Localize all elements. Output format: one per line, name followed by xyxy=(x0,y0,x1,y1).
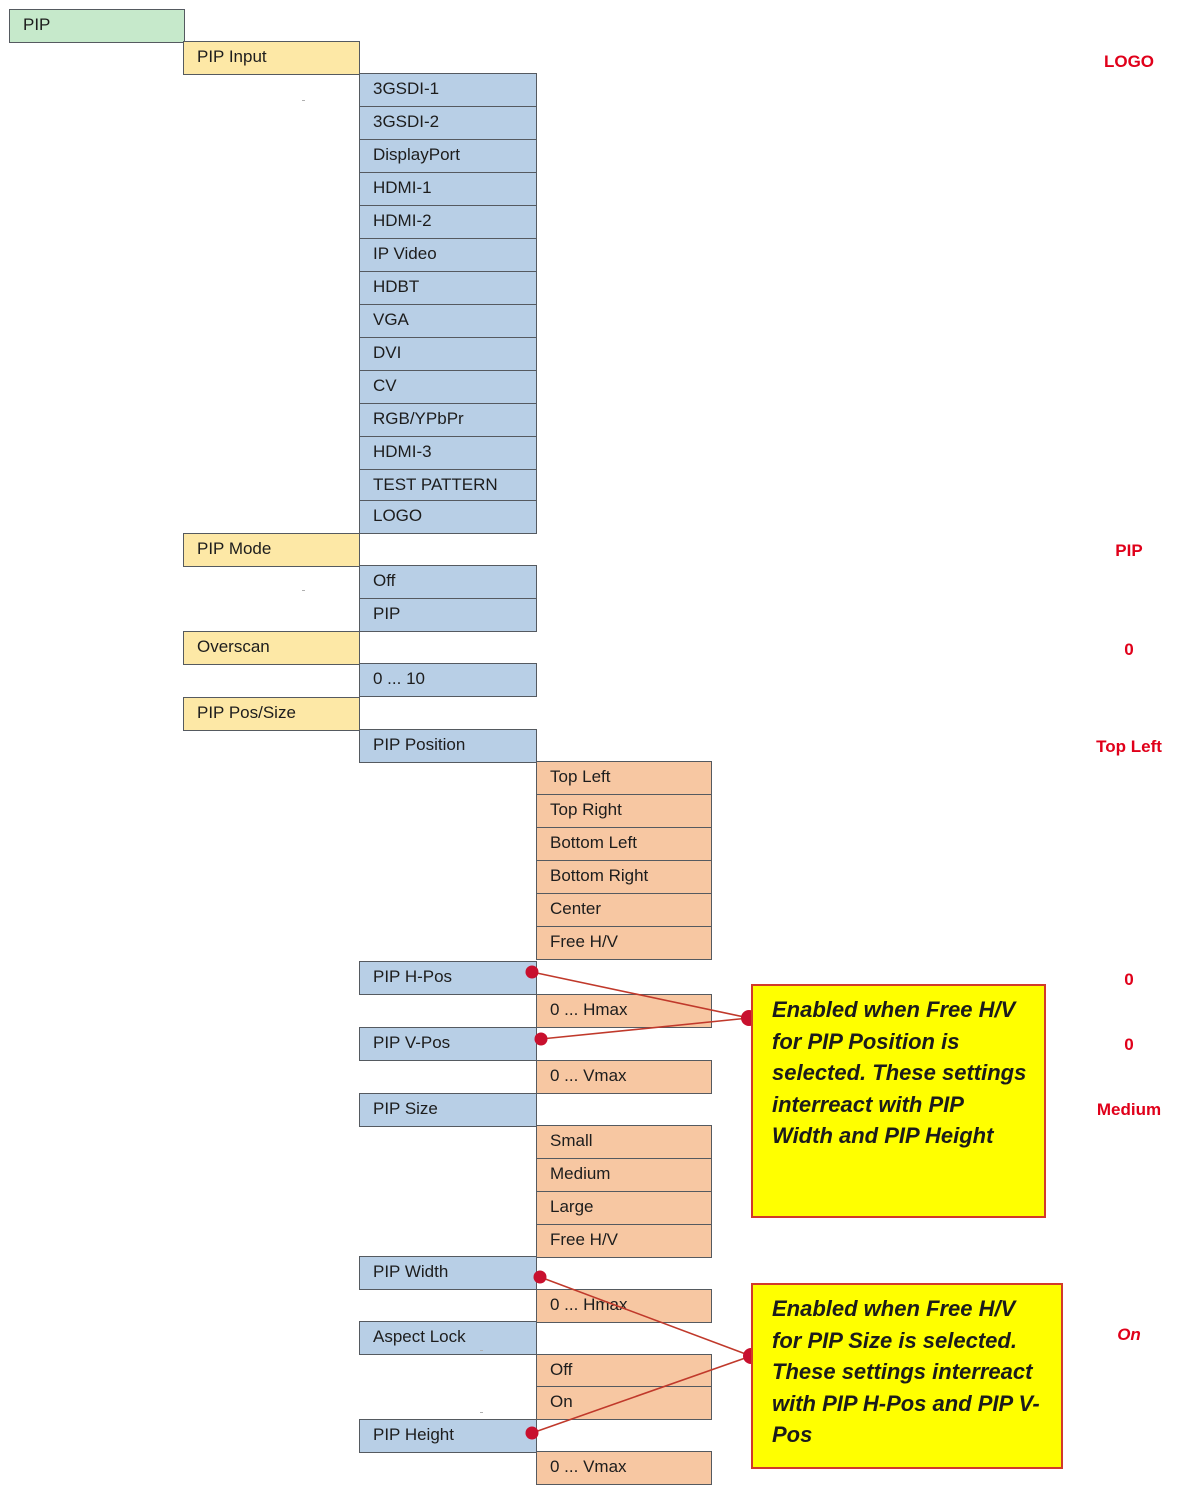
option-vga[interactable]: VGA xyxy=(359,304,537,338)
menu-item-pip-h-pos[interactable]: PIP H-Pos xyxy=(359,961,537,995)
connector-width xyxy=(539,1276,752,1357)
default-overscan: 0 xyxy=(1124,640,1134,659)
width-range[interactable]: 0 ... Hmax xyxy=(536,1289,712,1323)
option-hdmi-3[interactable]: HDMI-3 xyxy=(359,436,537,470)
menu-item-pip-pos-size[interactable]: PIP Pos/Size xyxy=(183,697,360,731)
size-free-hv-note: Enabled when Free H/V for PIP Size is se… xyxy=(751,1283,1063,1469)
menu-root-pip[interactable]: PIP xyxy=(9,9,185,43)
h-pos-range[interactable]: 0 ... Hmax xyxy=(536,994,712,1028)
option-rgb-ypbpr[interactable]: RGB/YPbPr xyxy=(359,403,537,437)
speck xyxy=(302,100,305,101)
option-mode-pip[interactable]: PIP xyxy=(359,598,537,632)
option-test-pattern[interactable]: TEST PATTERN xyxy=(359,469,537,503)
overscan-range[interactable]: 0 ... 10 xyxy=(359,663,537,697)
height-range[interactable]: 0 ... Vmax xyxy=(536,1451,712,1485)
default-pip-v-pos: 0 xyxy=(1124,1035,1134,1054)
option-bottom-left[interactable]: Bottom Left xyxy=(536,827,712,861)
speck xyxy=(480,1350,483,1351)
option-small[interactable]: Small xyxy=(536,1125,712,1159)
default-pip-h-pos: 0 xyxy=(1124,970,1134,989)
connector-h-pos xyxy=(531,971,750,1019)
connector-height xyxy=(531,1355,752,1434)
option-cv[interactable]: CV xyxy=(359,370,537,404)
default-aspect-lock: On xyxy=(1117,1325,1141,1344)
menu-item-pip-width[interactable]: PIP Width xyxy=(359,1256,537,1290)
default-pip-mode: PIP xyxy=(1115,541,1143,560)
option-displayport[interactable]: DisplayPort xyxy=(359,139,537,173)
speck xyxy=(480,1412,483,1413)
option-hdmi-2[interactable]: HDMI-2 xyxy=(359,205,537,239)
default-pip-size: Medium xyxy=(1096,1100,1162,1119)
connector-dot xyxy=(534,1032,548,1046)
menu-item-pip-mode[interactable]: PIP Mode xyxy=(183,533,360,567)
position-free-hv-note: Enabled when Free H/V for PIP Position i… xyxy=(751,984,1046,1218)
connector-v-pos xyxy=(540,1017,750,1040)
option-aspect-on[interactable]: On xyxy=(536,1386,712,1420)
default-pip-input: LOGO xyxy=(1103,52,1155,71)
option-mode-off[interactable]: Off xyxy=(359,565,537,599)
connector-dot xyxy=(525,965,539,979)
menu-item-pip-input[interactable]: PIP Input xyxy=(183,41,360,75)
connector-dot xyxy=(533,1270,547,1284)
v-pos-range[interactable]: 0 ... Vmax xyxy=(536,1060,712,1094)
menu-item-pip-size[interactable]: PIP Size xyxy=(359,1093,537,1127)
menu-item-pip-v-pos[interactable]: PIP V-Pos xyxy=(359,1027,537,1061)
connector-dot xyxy=(525,1426,539,1440)
default-pip-position: Top Left xyxy=(1096,737,1162,756)
speck xyxy=(302,590,305,591)
option-hdmi-1[interactable]: HDMI-1 xyxy=(359,172,537,206)
menu-item-pip-position[interactable]: PIP Position xyxy=(359,729,537,763)
option-position-free-hv[interactable]: Free H/V xyxy=(536,926,712,960)
menu-item-aspect-lock[interactable]: Aspect Lock xyxy=(359,1321,537,1355)
menu-item-pip-height[interactable]: PIP Height xyxy=(359,1419,537,1453)
menu-item-overscan[interactable]: Overscan xyxy=(183,631,360,665)
option-medium[interactable]: Medium xyxy=(536,1158,712,1192)
option-size-free-hv[interactable]: Free H/V xyxy=(536,1224,712,1258)
option-hdbt[interactable]: HDBT xyxy=(359,271,537,305)
option-logo[interactable]: LOGO xyxy=(359,500,537,534)
option-3gsdi-1[interactable]: 3GSDI-1 xyxy=(359,73,537,107)
